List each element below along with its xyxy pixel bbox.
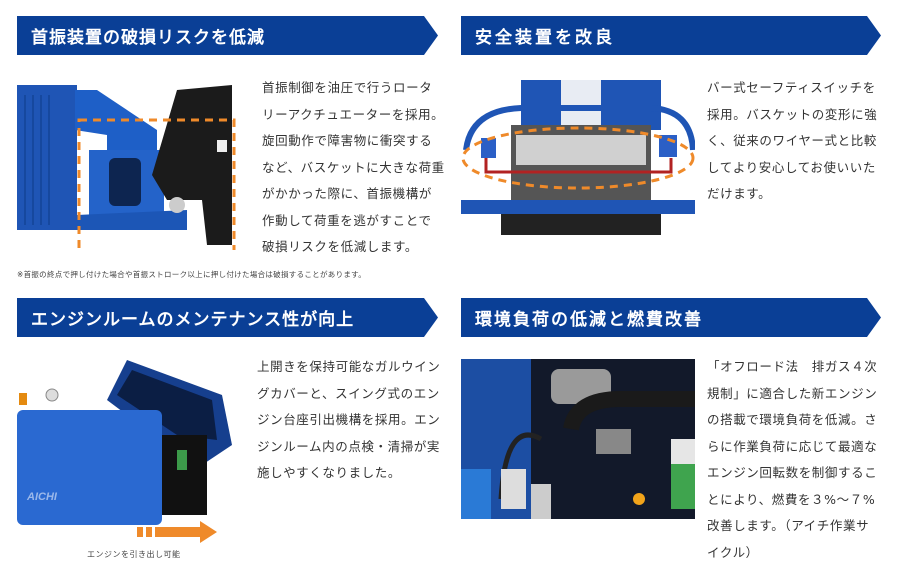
section-banner-engine-room: エンジンルームのメンテナンス性が向上 [17,298,438,337]
brand-logo: AICHI [26,491,58,503]
swing-mechanism-photo [17,80,247,250]
engine-room-gullwing-photo: AICHI [17,355,232,527]
section-body-engine-room: 上開きを保持可能なガルウイン グカバーと、スイング式のエン ジン台座引出機構を採… [257,359,441,480]
section-title: エンジンルームのメンテナンス性が向上 [31,310,355,330]
section-title: 環境負荷の低減と燃費改善 [475,310,703,330]
section-body-environment: 「オフロード法 排ガス４次 規制」に適合した新エンジン の搭載で環境負荷を低減。… [707,359,878,560]
engine-pullout-caption: エンジンを引き出し可能 [87,550,181,559]
pull-out-arrow-icon [137,521,217,543]
footnote-swing: ※首振の終点で押し付けた場合や首振ストローク以上に押し付けた場合は破損することが… [17,270,367,279]
section-title: 首振装置の破損リスクを低減 [31,28,265,48]
section-body-safety: バー式セーフティスイッチを 採用。バスケットの変形に強 く、従来のワイヤー式と比… [707,80,878,201]
safety-bar-switch-photo [461,80,695,235]
section-banner-safety: 安全装置を改良 [461,16,881,55]
engine-photo [461,359,695,519]
section-title: 安全装置を改良 [475,28,615,48]
section-banner-swing: 首振装置の破損リスクを低減 [17,16,438,55]
section-body-swing: 首振制御を油圧で行うロータ リーアクチュエーターを採用。 旋回動作で障害物に衝突… [262,80,445,254]
section-banner-environment: 環境負荷の低減と燃費改善 [461,298,881,337]
